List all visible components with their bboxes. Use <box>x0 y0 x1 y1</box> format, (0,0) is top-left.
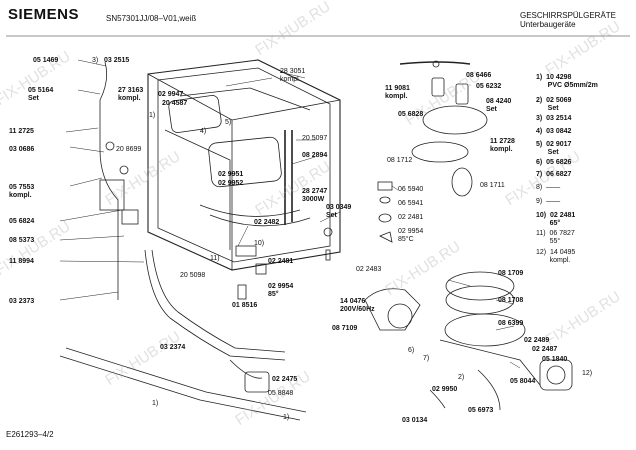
part-label: 08 1709 <box>498 270 524 277</box>
spray-arm-drawing <box>399 60 488 197</box>
part-label: 7) <box>423 355 430 362</box>
part-label: 05 5164 Set <box>28 87 54 102</box>
part-label: 08 4240 Set <box>486 98 512 113</box>
part-label: 05 8044 <box>510 378 536 385</box>
part-label: 08 5373 <box>9 237 35 244</box>
part-label: 10) <box>254 240 265 247</box>
legend-item: 10) 02 2481 65° <box>536 212 576 227</box>
legend-item: 3) 03 2514 <box>536 115 572 122</box>
part-label: 02 2481 <box>398 214 424 221</box>
part-label: 02 9947 <box>158 91 184 98</box>
legend-item: 1) 10 4298 PVC Ø5mm/2m <box>536 74 598 89</box>
part-label: 12) <box>582 370 593 377</box>
part-label: 11) <box>210 255 220 262</box>
part-label: 02 9951 <box>218 171 244 178</box>
part-label: 02 2489 <box>524 337 550 344</box>
part-label: 03 0349 Set <box>326 204 352 219</box>
part-label: 02 2483 <box>356 266 382 273</box>
part-label: 02 9954 85° <box>268 283 294 298</box>
part-label: 27 3163 kompl. <box>118 87 144 102</box>
part-label: 05 6824 <box>9 218 35 225</box>
part-label: 02 2481 <box>268 258 294 265</box>
part-label: 06 5941 <box>398 200 424 207</box>
part-label: 28 3051 kompl. <box>280 68 306 83</box>
part-label: 1) <box>149 112 156 119</box>
part-label: 1) <box>283 414 290 421</box>
part-label: 20 4587 <box>162 100 188 107</box>
part-label: 08 1711 <box>480 182 505 189</box>
part-label: 05 6232 <box>476 83 502 90</box>
part-label: 05 1840 <box>542 356 568 363</box>
part-label: 11 8994 <box>9 258 34 265</box>
part-label: 2) <box>458 374 465 381</box>
part-label: 05 7553 kompl. <box>9 184 35 199</box>
legend-item: 4) 03 0842 <box>536 128 572 135</box>
legend-item: 7) 06 6827 <box>536 171 572 178</box>
category-title: GESCHIRRSPÜLGERÄTE <box>520 11 617 20</box>
legend-item: 6) 05 6826 <box>536 159 572 166</box>
part-label: 11 2728 kompl. <box>490 138 515 153</box>
part-label: 1) <box>152 400 159 407</box>
drawing-code: E261293–4/2 <box>6 430 54 439</box>
part-label: 08 2894 <box>302 152 328 159</box>
part-label: 6) <box>408 347 415 354</box>
model-number: SN57301JJ/08–V01,weiß <box>106 14 197 23</box>
small-parts-drawing <box>235 181 393 300</box>
legend-item: 9) —— <box>536 198 561 205</box>
part-label: 01 8516 <box>232 302 258 309</box>
part-label: 11 9081 kompl. <box>385 85 410 100</box>
pump-drawing <box>364 271 573 411</box>
part-label: 03 2373 <box>9 298 35 305</box>
part-label: 11 2725 <box>9 128 34 135</box>
part-label: 03 0134 <box>402 417 428 424</box>
part-label: 5) <box>225 119 232 126</box>
category-subtitle: Unterbaugeräte <box>520 20 576 29</box>
part-label: 4) <box>200 128 207 135</box>
part-label: 05 1469 <box>33 57 59 64</box>
legend-item: 5) 02 9017 Set <box>536 141 572 156</box>
part-label: 08 1712 <box>387 157 413 164</box>
part-label: 20 5097 <box>302 135 328 142</box>
part-label: 08 6399 <box>498 320 524 327</box>
tub-drawing <box>147 59 341 271</box>
part-label: 05 6973 <box>468 407 494 414</box>
hoses-drawing <box>59 61 307 421</box>
part-label: 03 2515 <box>104 57 130 64</box>
part-label: 08 6466 <box>466 72 492 79</box>
brand-logo: SIEMENS <box>8 6 80 23</box>
part-label: 3) <box>92 57 99 64</box>
part-label: 02 2487 <box>532 346 558 353</box>
legend-item: 11) 06 7827 55° <box>536 230 575 245</box>
part-label: 02 2475 <box>272 376 298 383</box>
part-label: 02 9952 <box>218 180 244 187</box>
part-label: 05 8848 <box>268 390 294 397</box>
legend-item: 2) 02 5069 Set <box>536 97 572 112</box>
part-label: 03 2374 <box>160 344 186 351</box>
legend-item: 12) 14 0495 kompl. <box>536 249 576 264</box>
part-label: 03 0686 <box>9 146 35 153</box>
part-label: 02 2482 <box>254 219 280 226</box>
legend-item: 8) —— <box>536 184 561 191</box>
leader-lines <box>59 59 521 369</box>
part-label: 20 5098 <box>180 272 206 279</box>
part-label: 02 9954 85°C <box>398 228 424 243</box>
part-label: 05 6828 <box>398 111 424 118</box>
part-label: 28 2747 3000W <box>302 188 328 203</box>
part-label: 02 9950 <box>432 386 458 393</box>
part-label: 14 0476 200V/60Hz <box>340 298 375 313</box>
part-label: 08 7109 <box>332 325 358 332</box>
part-label: 08 1708 <box>498 297 524 304</box>
part-label: 06 5940 <box>398 186 424 193</box>
part-label: 20 8699 <box>116 146 142 153</box>
